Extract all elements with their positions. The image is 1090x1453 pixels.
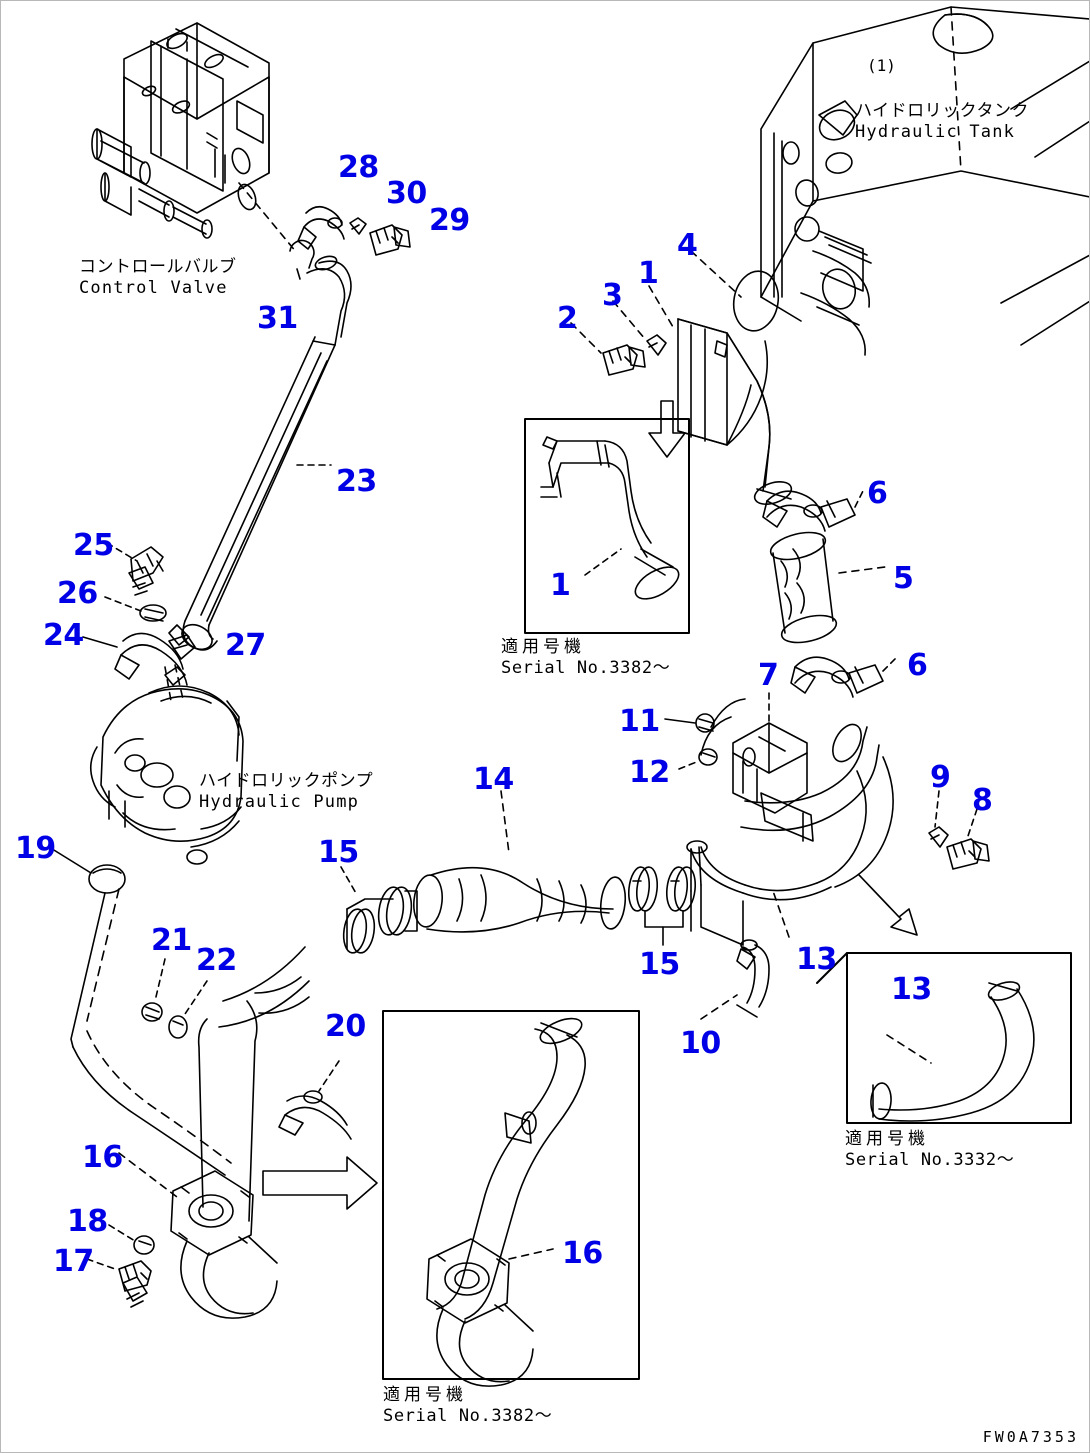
control-valve-artwork [91, 22, 298, 254]
serial-note-part-1-en: Serial No.3382～ [501, 658, 671, 679]
serial-note-part-13-en: Serial No.3332～ [845, 1150, 1015, 1171]
callout-14: 14 [473, 762, 514, 797]
callout-15-right: 15 [639, 947, 680, 982]
drawing-code: FW0A7353 [982, 1428, 1079, 1446]
callout-6-upper: 6 [867, 476, 888, 511]
part-15-clamp-left [340, 866, 418, 954]
callout-20: 20 [325, 1009, 366, 1044]
caption-control-valve-en: Control Valve [79, 277, 228, 298]
part-2-bolt [570, 322, 646, 376]
part-10-clamp [700, 939, 770, 1020]
callout-4: 4 [677, 228, 698, 263]
callout-13-main: 13 [796, 942, 837, 977]
part-23-hose [168, 336, 336, 651]
callout-31: 31 [257, 301, 298, 336]
callout-24: 24 [43, 618, 84, 653]
part-17-bolt [86, 1258, 152, 1308]
part-27-port [168, 634, 196, 700]
part-21-nut [141, 958, 166, 1022]
hydraulic-pump-artwork [89, 666, 244, 865]
callout-25: 25 [73, 528, 114, 563]
part-11-nut [664, 713, 715, 733]
callout-27: 27 [225, 628, 266, 663]
callout-15-left: 15 [318, 835, 359, 870]
serial-note-part-16: 適用号機 Serial No.3382～ [383, 1385, 552, 1428]
callout-1-tank: 1 [638, 256, 659, 291]
serial-note-part-1-jp: 適用号機 [501, 637, 585, 657]
part-7-13-pipe-assembly [686, 692, 918, 946]
tank-top-marker: (1) [867, 56, 896, 75]
callout-5: 5 [893, 561, 914, 596]
callout-10: 10 [680, 1026, 721, 1061]
callout-6-lower: 6 [907, 648, 928, 683]
serial-note-part-16-en: Serial No.3382～ [383, 1406, 553, 1427]
part-9-washer [928, 790, 949, 848]
part-18-washer [108, 1224, 155, 1255]
inset-box-part-1 [524, 418, 690, 634]
caption-control-valve-jp: コントロールバルブ [79, 257, 237, 277]
callout-16-inset: 16 [562, 1236, 603, 1271]
part-8-bolt [946, 808, 990, 870]
callout-13-inset: 13 [891, 972, 932, 1007]
callout-22: 22 [196, 943, 237, 978]
callout-28: 28 [338, 150, 379, 185]
part-29-bolt [369, 224, 411, 256]
serial-note-part-13-jp: 適用号機 [845, 1129, 929, 1149]
part-19-cap [48, 846, 232, 1176]
part-6-clamp-lower [790, 656, 898, 698]
caption-hydraulic-pump-jp: ハイドロリックポンプ [199, 771, 374, 791]
callout-1-inset: 1 [550, 568, 571, 603]
callout-12: 12 [629, 755, 670, 790]
serial-note-part-1: 適用号機 Serial No.3382～ [501, 637, 670, 680]
part-28-clamp [297, 205, 345, 250]
callout-23: 23 [336, 464, 377, 499]
caption-hydraulic-tank-jp: ハイドロリックタンク [855, 101, 1029, 121]
callout-3: 3 [602, 278, 623, 313]
part-12-washer [678, 748, 718, 770]
caption-control-valve: コントロールバルブ Control Valve [79, 257, 237, 298]
callout-18: 18 [67, 1204, 108, 1239]
part-6-clamp-upper [762, 490, 864, 532]
callout-8: 8 [972, 783, 993, 818]
part-30-washer [349, 217, 367, 235]
callout-16-main: 16 [82, 1140, 123, 1175]
callout-11: 11 [619, 704, 660, 739]
callout-30: 30 [386, 176, 427, 211]
part-14-hose [413, 790, 627, 933]
callout-9: 9 [930, 760, 951, 795]
hydraulic-tank-artwork [732, 6, 1089, 356]
callout-17: 17 [53, 1244, 94, 1279]
inset-box-part-16 [262, 1010, 640, 1387]
caption-hydraulic-tank-en: Hydraulic Tank [855, 121, 1016, 142]
part-25-bolt [106, 542, 164, 596]
caption-hydraulic-pump-en: Hydraulic Pump [199, 791, 360, 812]
callout-21: 21 [151, 923, 192, 958]
part-31-elbow [289, 239, 352, 346]
part-24-clamp [82, 632, 188, 686]
callout-2: 2 [557, 301, 578, 336]
part-1-tube-upper [648, 250, 793, 505]
serial-note-part-16-jp: 適用号機 [383, 1385, 467, 1405]
callout-26: 26 [57, 576, 98, 611]
part-3-washer [612, 300, 667, 356]
part-16-flange-lower [118, 946, 310, 1319]
part-20-clamp [278, 1060, 352, 1140]
part-26-washer [104, 596, 167, 622]
caption-hydraulic-pump: ハイドロリックポンプ Hydraulic Pump [199, 771, 373, 812]
part-22-washer [168, 980, 208, 1039]
callout-29: 29 [429, 203, 470, 238]
part-15-clamp-right [627, 866, 697, 946]
caption-hydraulic-tank: ハイドロリックタンク Hydraulic Tank [855, 101, 1029, 142]
inset-box-part-13 [816, 952, 1072, 1124]
serial-note-part-13: 適用号機 Serial No.3332～ [845, 1129, 1014, 1172]
callout-7: 7 [758, 658, 779, 693]
part-5-hose [769, 531, 886, 644]
callout-19: 19 [15, 831, 56, 866]
